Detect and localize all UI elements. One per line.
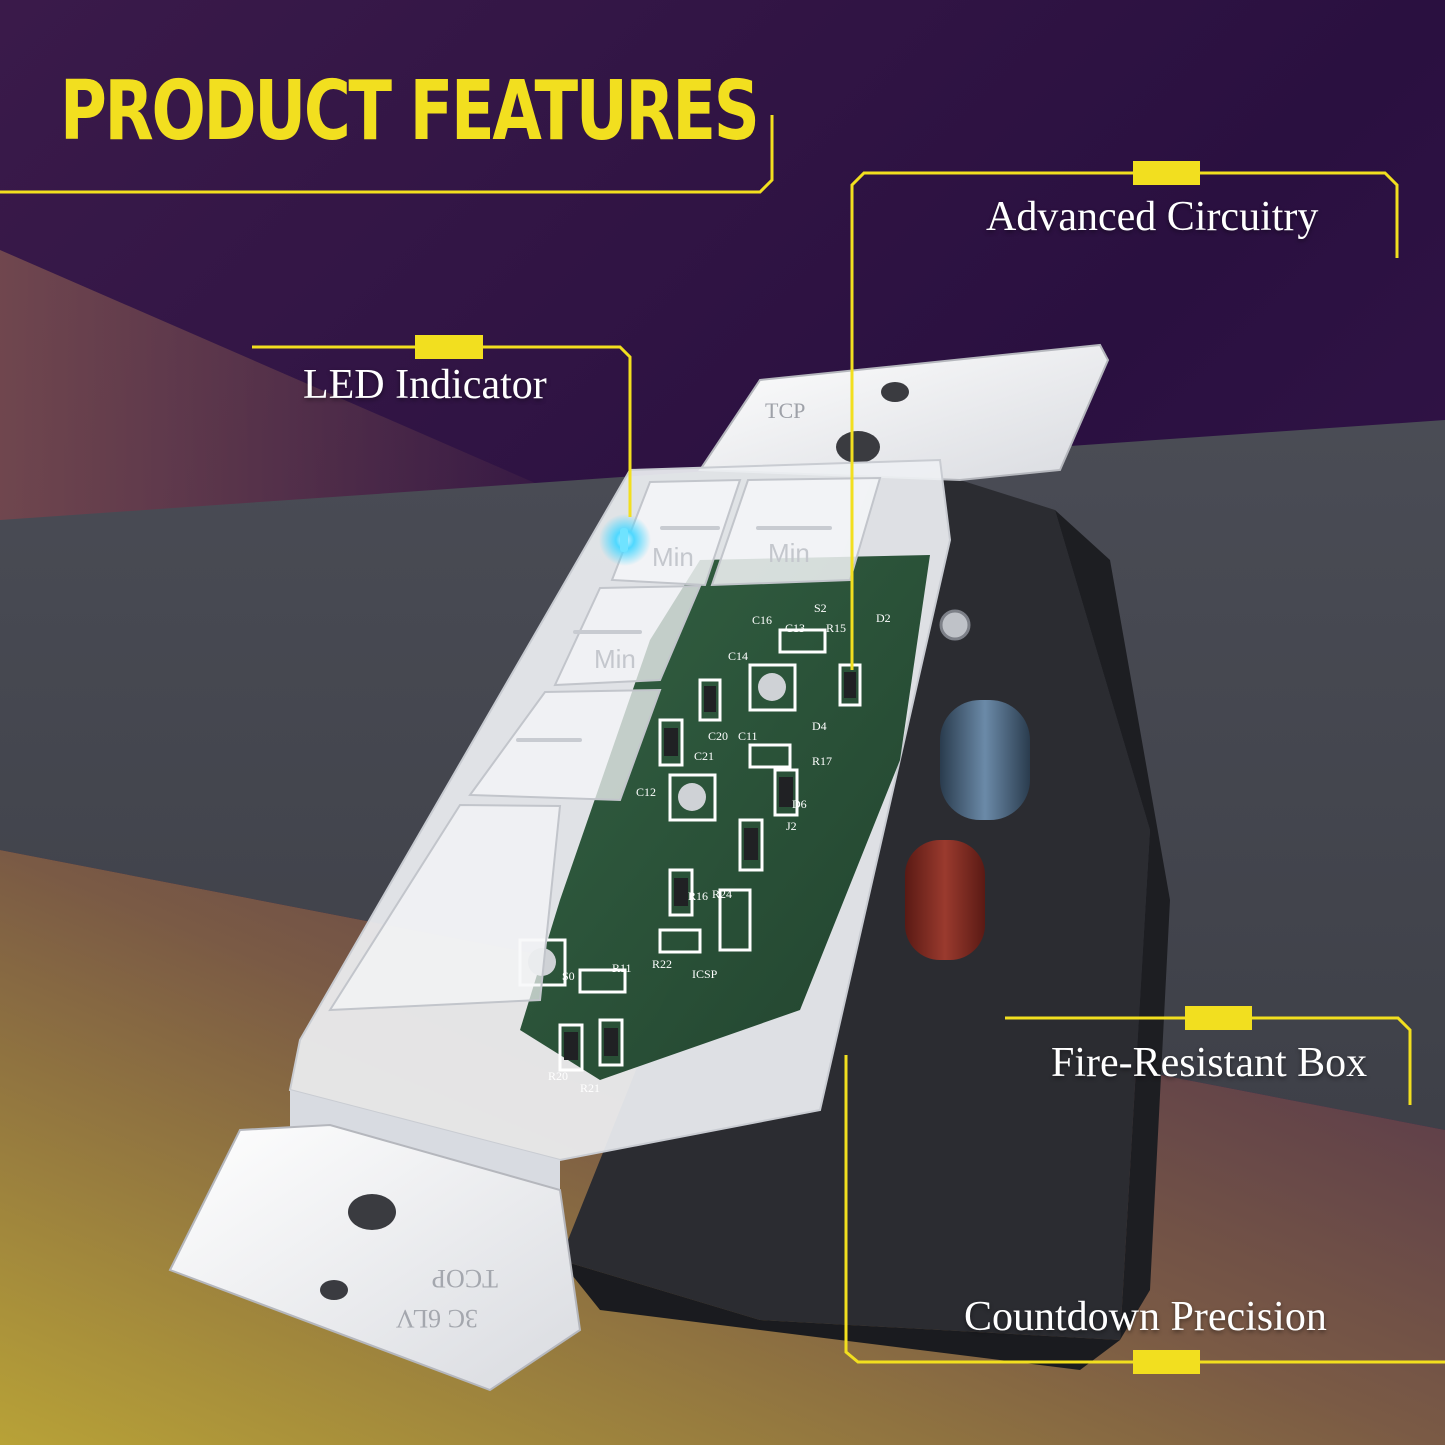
pcb-label: C20 — [708, 729, 728, 743]
button-label: Min — [652, 542, 694, 572]
circuitry-tab — [1133, 161, 1200, 185]
bottom-plate-mark: TCOP — [432, 1264, 498, 1293]
led-tab — [415, 335, 483, 359]
background-warm-band — [0, 250, 620, 520]
callout-tabs — [415, 161, 1252, 1374]
pcb-label: D2 — [876, 611, 891, 625]
pcb-label: C13 — [785, 621, 805, 635]
callout-fire-resistant-box: Fire-Resistant Box — [1051, 1040, 1368, 1086]
on-off-paddle — [328, 803, 562, 1012]
pcb-label: C21 — [694, 749, 714, 763]
pcb-label: R21 — [580, 1081, 600, 1095]
timer-button — [468, 688, 662, 802]
pcb-label: S2 — [814, 601, 827, 615]
red-terminal-cap — [905, 840, 985, 960]
pcb-label: R20 — [548, 1069, 568, 1083]
led-indicator-glow — [599, 514, 651, 566]
blue-terminal-cap — [940, 700, 1030, 820]
pcb-label: C11 — [738, 729, 758, 743]
circuitry-leader-line — [850, 171, 1399, 670]
pcb-button-s2 — [668, 773, 717, 822]
title-underline — [0, 115, 774, 194]
callout-lines — [0, 115, 1445, 1364]
timer-button — [553, 584, 702, 687]
top-plate-mark: TCP — [765, 398, 805, 423]
pcb-label: R17 — [812, 754, 832, 768]
pcb-label: R15 — [826, 621, 846, 635]
callout-advanced-circuitry: Advanced Circuitry — [986, 194, 1319, 240]
pcb-label: R11 — [612, 961, 632, 975]
callout-led-indicator: LED Indicator — [303, 362, 547, 408]
button-label: Min — [594, 644, 636, 674]
pcb-label: R22 — [652, 957, 672, 971]
pcb-label: R16 — [688, 889, 708, 903]
button-label: Min — [768, 538, 810, 568]
pcb-label: S0 — [562, 969, 575, 983]
terminal-screw — [939, 609, 971, 641]
top-mounting-plate: TCP — [698, 343, 1110, 482]
pcb-label: J2 — [786, 819, 797, 833]
circuit-board: C16 C13 R15 D2 S2 C14 D4 C20 C11 C21 R17… — [518, 555, 930, 1095]
callout-countdown-precision: Countdown Precision — [964, 1294, 1327, 1340]
pcb-label: R24 — [712, 887, 732, 901]
timer-button — [710, 476, 882, 587]
bottom-mounting-plate: TCOP 3C 6LV — [168, 1123, 582, 1392]
bottom-plate-mark: 3C 6LV — [396, 1304, 478, 1333]
pcb-button-s1 — [748, 663, 797, 712]
pcb-label: C12 — [636, 785, 656, 799]
pcb-label: C14 — [728, 649, 748, 663]
pcb-label: D4 — [812, 719, 827, 733]
countdown-tab — [1133, 1350, 1200, 1374]
pcb-label: C16 — [752, 613, 772, 627]
pcb-label: D6 — [792, 797, 807, 811]
timer-buttons: Min Min Min — [328, 476, 882, 1012]
fire-box-tab — [1185, 1006, 1252, 1030]
pcb-label: ICSP — [692, 967, 718, 981]
page-title: PRODUCT FEATURES — [60, 64, 760, 159]
